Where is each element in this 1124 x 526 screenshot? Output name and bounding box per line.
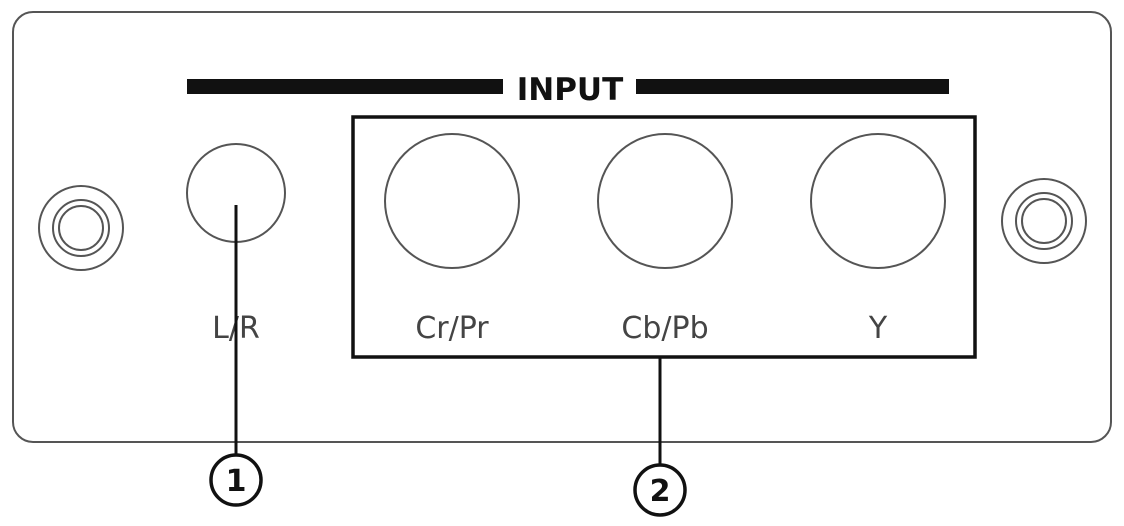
component-group-box xyxy=(351,115,977,359)
port-cbpb-jack xyxy=(597,133,733,269)
panel-outline xyxy=(12,11,1112,443)
port-y-jack xyxy=(810,133,946,269)
title-bar-left xyxy=(187,79,503,94)
port-y-label: Y xyxy=(868,311,888,346)
callout-2-number: 2 xyxy=(650,474,671,509)
port-cbpb-label: Cb/Pb xyxy=(621,311,708,346)
callout-1-marker xyxy=(209,453,263,507)
callout-2-marker xyxy=(633,463,687,517)
title-bar-right xyxy=(636,79,949,94)
left-screw-icon xyxy=(38,185,124,271)
callout-1-number: 1 xyxy=(226,464,247,499)
right-screw-icon xyxy=(1001,178,1087,264)
panel-title: INPUT xyxy=(517,72,624,108)
port-crpr-jack xyxy=(384,133,520,269)
port-crpr-label: Cr/Pr xyxy=(415,311,489,346)
